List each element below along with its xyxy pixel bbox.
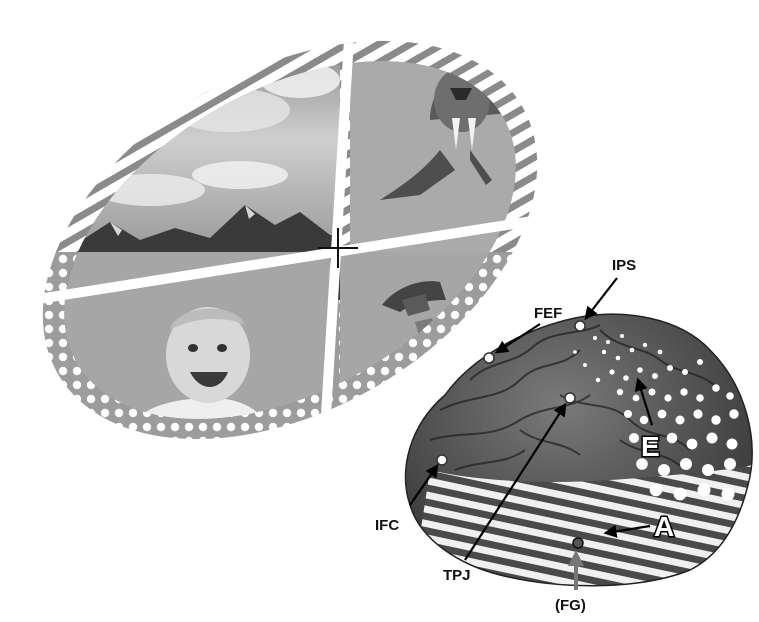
tpj-label: TPJ <box>443 567 471 584</box>
e-label: E <box>641 431 660 462</box>
a-label: A <box>654 511 674 542</box>
fef-label: FEF <box>534 305 562 322</box>
ifc-label: IFC <box>375 517 399 534</box>
fg-label: (FG) <box>555 597 586 614</box>
fef-marker <box>484 353 494 363</box>
ips-label: IPS <box>612 257 636 274</box>
ifc-marker <box>437 455 447 465</box>
ips-marker <box>575 321 585 331</box>
sabertooth-image <box>350 0 759 252</box>
fg-marker <box>573 538 583 548</box>
tpj-marker <box>565 393 575 403</box>
ips-arrow <box>586 278 617 318</box>
